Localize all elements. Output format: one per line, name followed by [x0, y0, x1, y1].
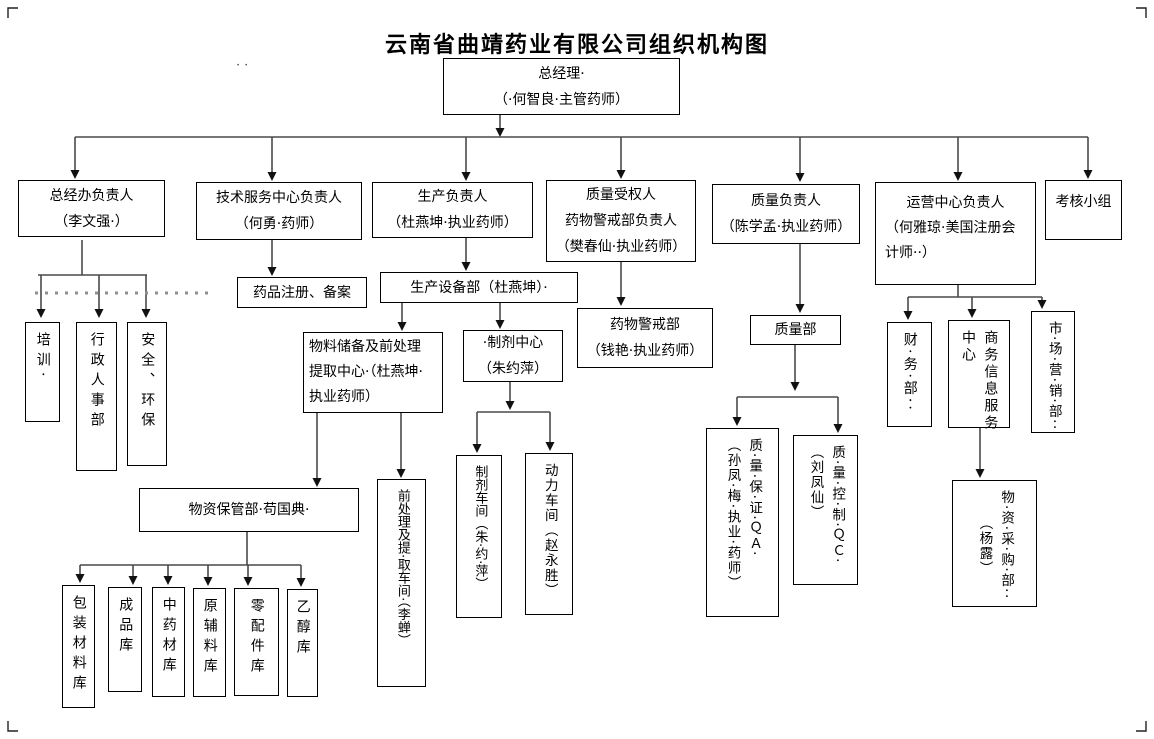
node-label: 质·量·保·证·ＱＡ·: [746, 438, 763, 557]
node-label: 物·资·采·购·部··: [998, 490, 1015, 600]
node-label: （朱约萍）: [478, 361, 548, 377]
node-label: 质·量·控·制·ＱＣ·: [829, 445, 846, 564]
node-spare-parts-warehouse: 零配件库: [234, 588, 279, 696]
node-label: （樊春仙·执业药师）: [555, 239, 687, 255]
node-material-custody-dept: 物资保管部·苟国典·: [139, 488, 359, 532]
node-label: （刘凤仙）: [807, 445, 824, 520]
node-equipment-dept: 生产设备部（杜燕坤）·: [380, 272, 578, 303]
node-label: 生产负责人: [417, 189, 488, 205]
node-raw-auxiliary-warehouse: 原辅料库: [193, 588, 226, 697]
node-label: 财·务·部··: [901, 332, 918, 413]
node-admin-hr-dept: 行政人事部: [76, 322, 117, 471]
node-power-workshop: 动力车间（赵永胜）: [525, 453, 573, 615]
node-safety-environment: 安全、环保: [127, 322, 167, 466]
node-label: 执业药师）: [309, 389, 379, 405]
node-label: （钱艳·执业药师）: [586, 343, 704, 359]
node-label: 中药材库: [160, 597, 177, 677]
node-label: ·制剂中心: [482, 335, 544, 351]
node-label: 质量受权人: [586, 187, 656, 203]
node-label: （陈学孟·执业药师）: [720, 219, 852, 235]
node-label: 物资保管部·苟国典·: [188, 502, 310, 518]
crop-mark: [7, 721, 18, 732]
node-label: 生产设备部（杜燕坤）·: [410, 279, 548, 296]
node-label: 商务信息服务: [982, 330, 999, 432]
node-label: （杜燕坤·执业药师）: [387, 215, 518, 231]
chart-title: 云南省曲靖药业有限公司组织机构图: [384, 32, 769, 58]
stray-marks: ··: [236, 58, 253, 73]
node-label: 前处理及提·取车间·（李蝉）: [394, 489, 410, 647]
node-gm-office-head: 总经办负责人 （李文强·）: [18, 180, 165, 237]
node-assessment-team: 考核小组: [1045, 180, 1122, 240]
node-finished-goods-warehouse: 成品库: [108, 587, 142, 692]
node-preparation-workshop: 制剂车间（朱·约·萍）: [456, 455, 502, 618]
node-operations-head: 运营中心负责人 （何雅琼·美国注册会 计师··）: [875, 182, 1036, 285]
node-label: 总经理·: [538, 65, 585, 82]
node-label: 制剂车间（朱·约·萍）: [472, 465, 488, 591]
node-label: 包装材料库: [70, 595, 87, 695]
node-tech-service-head: 技术服务中心负责人 （何勇·药师）: [196, 182, 362, 240]
node-label: 提取中心·（杜燕坤·: [309, 364, 423, 380]
node-quality-assurance-qa: 质·量·保·证·ＱＡ· （孙凤·梅·执业·药师）: [706, 428, 779, 617]
node-quality-authorized-person: 质量受权人 药物警戒部负责人 （樊春仙·执业药师）: [546, 180, 696, 262]
node-label: 乙醇库: [294, 599, 311, 659]
node-label: 总经办负责人: [49, 187, 134, 204]
node-label: 运营中心负责人: [906, 195, 1005, 211]
node-packaging-material-warehouse: 包装材料库: [62, 585, 95, 708]
node-quality-control-qc: 质·量·控·制·ＱＣ· （刘凤仙）: [793, 435, 858, 585]
node-herbal-material-warehouse: 中药材库: [152, 587, 185, 697]
node-pretreatment-extraction-workshop: 前处理及提·取车间·（李蝉）: [377, 479, 426, 687]
node-label: （杨露）: [976, 516, 993, 576]
node-label: （李文强·）: [54, 213, 129, 230]
node-preparation-center: ·制剂中心 （朱约萍）: [463, 330, 563, 382]
node-business-info-service-center: 商务信息服务 中心: [948, 320, 1010, 432]
node-finance-dept: 财·务·部··: [887, 322, 932, 427]
node-label: 药品注册、备案: [253, 284, 351, 301]
node-label: 原辅料库: [201, 598, 218, 678]
crop-mark: [7, 7, 18, 18]
crop-mark: [1136, 721, 1147, 732]
node-label: 考核小组: [1055, 194, 1112, 210]
node-drug-registration: 药品注册、备案: [237, 277, 367, 308]
node-label: （何雅琼·美国注册会: [885, 220, 1016, 236]
node-label: 安全、环保: [139, 332, 156, 432]
node-label: 零配件库: [248, 598, 265, 678]
node-training: 培训·: [25, 322, 60, 422]
node-label: 行政人事部: [88, 332, 105, 432]
node-quality-dept: 质量部: [750, 315, 841, 345]
node-material-storage-center: 物料储备及前处理 提取中心·（杜燕坤· 执业药师）: [303, 332, 443, 413]
node-label: 培训·: [34, 332, 51, 383]
node-label: 计师··）: [885, 245, 936, 261]
node-label: 物料储备及前处理: [309, 339, 421, 355]
node-label: 中心: [960, 330, 976, 364]
node-label: （孙凤·梅·执业·药师）: [724, 438, 741, 591]
node-pharmacovigilance-dept: 药物警戒部 （钱艳·执业药师）: [577, 308, 713, 368]
node-label: 质量部: [774, 322, 817, 338]
node-label: 成品库: [117, 597, 134, 657]
node-label: （何勇·药师）: [234, 216, 324, 232]
node-label: 质量负责人: [751, 193, 821, 209]
node-label: 药物警戒部: [610, 317, 680, 333]
node-label: 技术服务中心负责人: [216, 190, 342, 206]
node-general-manager: 总经理· （·何智良·主管药师）: [443, 58, 680, 115]
node-material-procurement-dept: 物·资·采·购·部·· （杨露）: [952, 480, 1037, 607]
node-quality-head: 质量负责人 （陈学孟·执业药师）: [712, 184, 860, 244]
node-label: （·何智良·主管药师）: [494, 91, 629, 108]
node-ethanol-warehouse: 乙醇库: [287, 589, 318, 697]
crop-mark: [1136, 7, 1147, 18]
node-marketing-dept: 市·场·营·销·部··: [1031, 311, 1075, 433]
node-label: 药物警戒部负责人: [565, 213, 677, 229]
node-label: 市·场·营·销·部··: [1045, 321, 1062, 431]
node-production-head: 生产负责人 （杜燕坤·执业药师）: [372, 182, 533, 238]
node-label: 动力车间（赵永胜）: [541, 463, 558, 598]
